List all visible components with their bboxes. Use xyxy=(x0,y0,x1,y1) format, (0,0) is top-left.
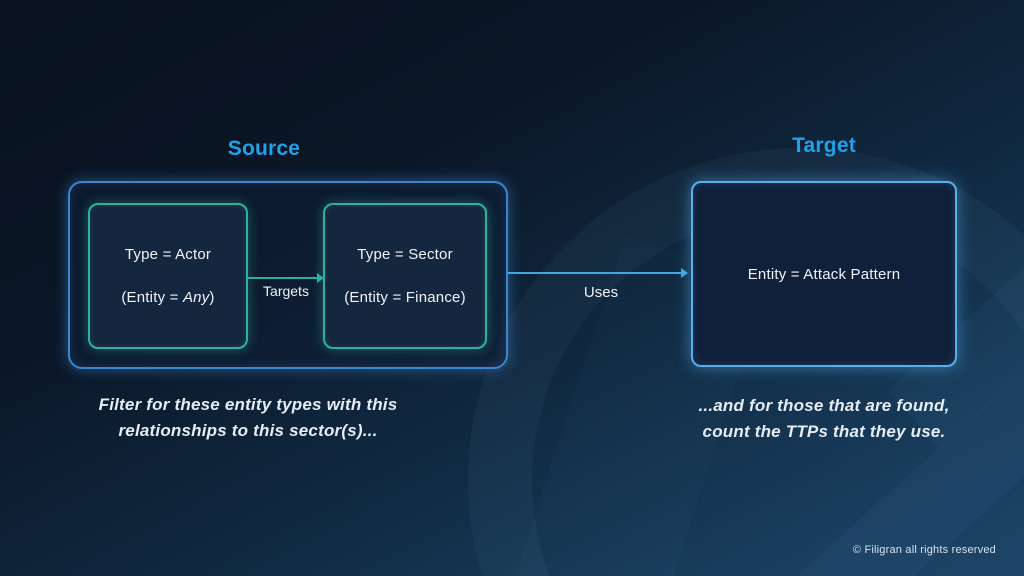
source-caption-line1: Filter for these entity types with this xyxy=(98,395,398,414)
source-caption: Filter for these entity types with this … xyxy=(83,392,413,444)
actor-node-type-line: Type = Actor xyxy=(124,246,212,263)
targets-relationship-label: Targets xyxy=(263,283,309,299)
attack-pattern-node-label: Entity = Attack Pattern xyxy=(747,265,901,283)
target-caption: ...and for those that are found, count t… xyxy=(659,393,989,445)
source-group-container: Type = Actor (Entity = Any) Targets Type… xyxy=(68,181,508,369)
target-caption-line2: count the TTPs that they use. xyxy=(702,422,946,441)
arrow-head-icon xyxy=(317,273,324,283)
arrow-shaft xyxy=(508,272,683,274)
arrow-head-icon xyxy=(681,268,688,278)
any-italic-text: Any xyxy=(182,289,210,306)
sector-entity-node: Type = Sector (Entity = Finance) xyxy=(323,203,487,349)
attack-pattern-entity-node: Entity = Attack Pattern xyxy=(691,181,957,367)
actor-node-entity-line: (Entity = Any) xyxy=(121,289,215,306)
target-caption-line1: ...and for those that are found, xyxy=(698,396,950,415)
arrow-shaft xyxy=(248,277,319,279)
uses-relationship-arrow xyxy=(508,268,688,278)
sector-node-type-line: Type = Sector xyxy=(357,246,453,263)
targets-relationship-arrow xyxy=(248,273,324,283)
sector-node-entity-line: (Entity = Finance) xyxy=(344,289,466,306)
copyright-text: © Filigran all rights reserved xyxy=(852,544,996,556)
source-caption-line2: relationships to this sector(s)... xyxy=(118,421,378,440)
actor-entity-node: Type = Actor (Entity = Any) xyxy=(88,203,248,349)
target-column-title: Target xyxy=(792,134,856,157)
source-column-title: Source xyxy=(227,137,301,160)
uses-relationship-label: Uses xyxy=(583,284,619,301)
